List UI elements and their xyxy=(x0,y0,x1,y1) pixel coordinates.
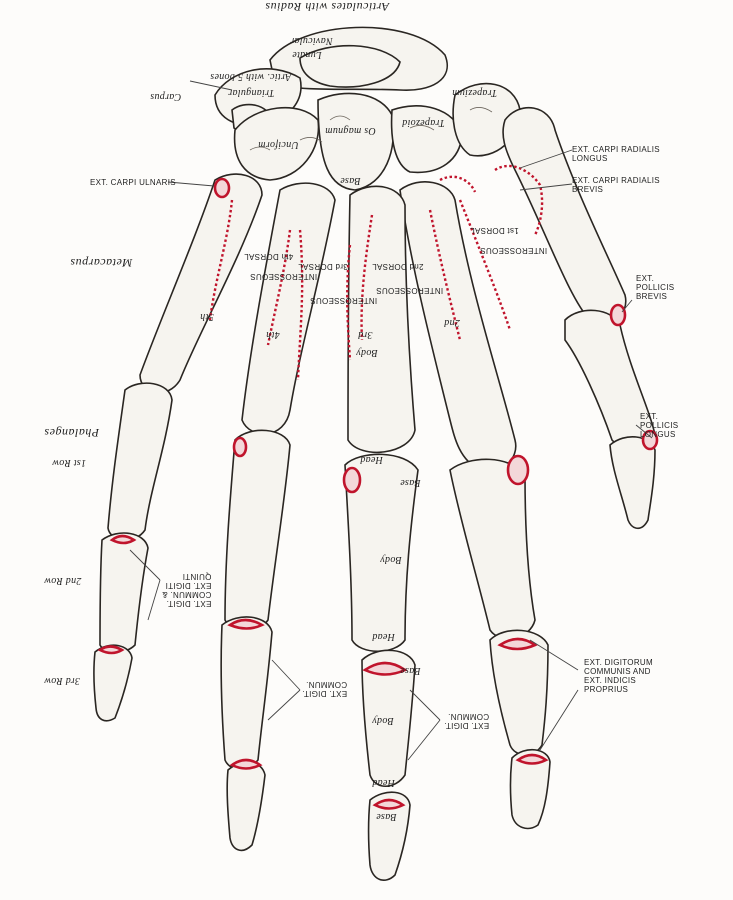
ext-carpi-radialis-brevis-attachment xyxy=(439,175,477,193)
little-proximal-phalanx xyxy=(107,382,173,541)
label-body-middle: Body xyxy=(372,715,394,726)
middle-middle-phalanx xyxy=(361,649,416,788)
index-middle-phalanx-attachment xyxy=(497,637,538,651)
metacarpal-5 xyxy=(139,173,263,394)
label-interosseous-3: INTEROSSEOUS xyxy=(310,296,378,305)
index-proximal-phalanx xyxy=(449,458,536,640)
label-2nd-dorsal: 2nd DORSAL xyxy=(372,262,424,271)
label-head-proximal: Head xyxy=(372,631,395,642)
index-finger-bones xyxy=(399,181,551,830)
muscle-attachments xyxy=(97,164,659,810)
carpal-bone-hamate xyxy=(233,106,320,181)
label-2nd-row: 2nd Row xyxy=(44,575,82,586)
label-base-carpal: Base xyxy=(340,175,361,186)
ext-carpi-ulnaris-attachment xyxy=(213,177,231,199)
ring-distal-phalanx-attachment xyxy=(229,758,263,770)
carpal-bone-lunate xyxy=(299,44,401,88)
ring-middle-phalanx xyxy=(220,616,273,770)
little-finger-bones xyxy=(93,173,263,722)
metacarpal-3 xyxy=(347,185,416,454)
base-attachment-ring xyxy=(232,436,248,458)
label-carpus: Carpus xyxy=(150,91,182,102)
label-3rd-row: 3rd Row xyxy=(44,675,80,686)
label-base-phalanx: Base xyxy=(400,477,421,488)
label-interosseous-1: INTEROSSEOUS xyxy=(480,246,548,255)
middle-middle-phalanx-attachment xyxy=(362,661,408,676)
dorsal-interosseous-1-attachment xyxy=(428,199,512,341)
index-distal-phalanx xyxy=(509,749,551,830)
label-head-metacarpal: Head xyxy=(360,454,383,465)
label-base-middle: Base xyxy=(400,665,421,676)
ring-distal-phalanx xyxy=(226,761,266,852)
label-phalanges: Phalanges xyxy=(44,426,100,440)
dorsal-interosseous-2-attachment xyxy=(346,214,374,361)
label-lunate: Lunate xyxy=(292,49,322,60)
label-ext-digit-commun-ring: EXT. DIGIT.COMMUN. xyxy=(302,680,348,698)
label-1st-dorsal: 1st DORSAL xyxy=(470,226,519,235)
dorsal-interosseous-3-attachment xyxy=(266,229,304,381)
label-navicular: Navicular xyxy=(290,35,333,46)
label-ext-digit-commun-middle: EXT. DIGIT.COMMUN. xyxy=(444,712,490,730)
ring-finger-bones xyxy=(220,182,336,852)
little-middle-phalanx-attachment xyxy=(109,534,137,545)
ring-middle-phalanx-attachment xyxy=(227,618,265,630)
metacarpal-4 xyxy=(241,182,336,435)
label-unciform: Unciform xyxy=(258,139,299,150)
ext-carpi-radialis-longus-attachment xyxy=(494,164,544,236)
label-interosseous-4: INTEROSSEOUS xyxy=(250,272,318,281)
label-trapezoid: Trapezoid xyxy=(402,117,445,128)
base-attachment-index xyxy=(506,454,530,486)
label-ext-carpi-ulnaris: EXT. CARPI ULNARIS xyxy=(90,178,176,187)
label-body-metacarpal: Body xyxy=(356,347,378,358)
base-attachment-middle xyxy=(342,466,362,494)
index-distal-phalanx-attachment xyxy=(515,753,549,765)
label-3rd: 3rd xyxy=(358,329,373,340)
thumb-metacarpal xyxy=(502,106,627,324)
label-metacarpus: Metacarpus xyxy=(70,256,133,270)
label-3rd-dorsal: 3rd DORSAL xyxy=(298,262,348,271)
label-body-proximal: Body xyxy=(380,554,402,565)
middle-distal-phalanx xyxy=(367,791,411,881)
label-5th: 5th xyxy=(200,311,214,322)
index-middle-phalanx xyxy=(489,629,549,756)
label-head-middle: Head xyxy=(372,777,395,788)
label-4th: 4th xyxy=(266,329,280,340)
label-1st-row: 1st Row xyxy=(52,457,87,468)
label-base-distal: Base xyxy=(376,811,397,822)
label-trapezium: Trapezium xyxy=(452,87,497,98)
middle-distal-phalanx-attachment xyxy=(372,798,406,810)
thumb-distal-phalanx xyxy=(609,436,656,530)
little-distal-phalanx xyxy=(93,644,133,722)
label-4th-dorsal: 4th DORSAL xyxy=(244,252,294,261)
ring-proximal-phalanx xyxy=(224,429,291,633)
leader-lines xyxy=(129,80,653,761)
carpal-bone-capitate xyxy=(317,92,395,191)
carpal-bone-trapezoid xyxy=(390,105,463,174)
little-distal-phalanx-attachment xyxy=(97,645,125,655)
label-os-magnum: Os magnum xyxy=(325,125,376,136)
ext-pollicis-brevis-attachment xyxy=(609,303,627,327)
little-middle-phalanx xyxy=(99,532,149,654)
carpus-group xyxy=(214,26,521,191)
label-articulates-with-radius: Articulates with Radius xyxy=(265,0,390,14)
middle-proximal-phalanx xyxy=(344,453,419,652)
ext-pollicis-longus-attachment xyxy=(641,429,659,451)
label-2nd: 2nd xyxy=(444,317,460,328)
dorsal-interosseous-4-attachment xyxy=(208,199,234,321)
middle-finger-bones xyxy=(344,185,419,881)
label-triangular: Triangular xyxy=(228,87,275,98)
label-interosseous-2: INTEROSSEOUS xyxy=(376,286,444,295)
label-pisiform: Artic. with 5 bones xyxy=(210,71,292,82)
